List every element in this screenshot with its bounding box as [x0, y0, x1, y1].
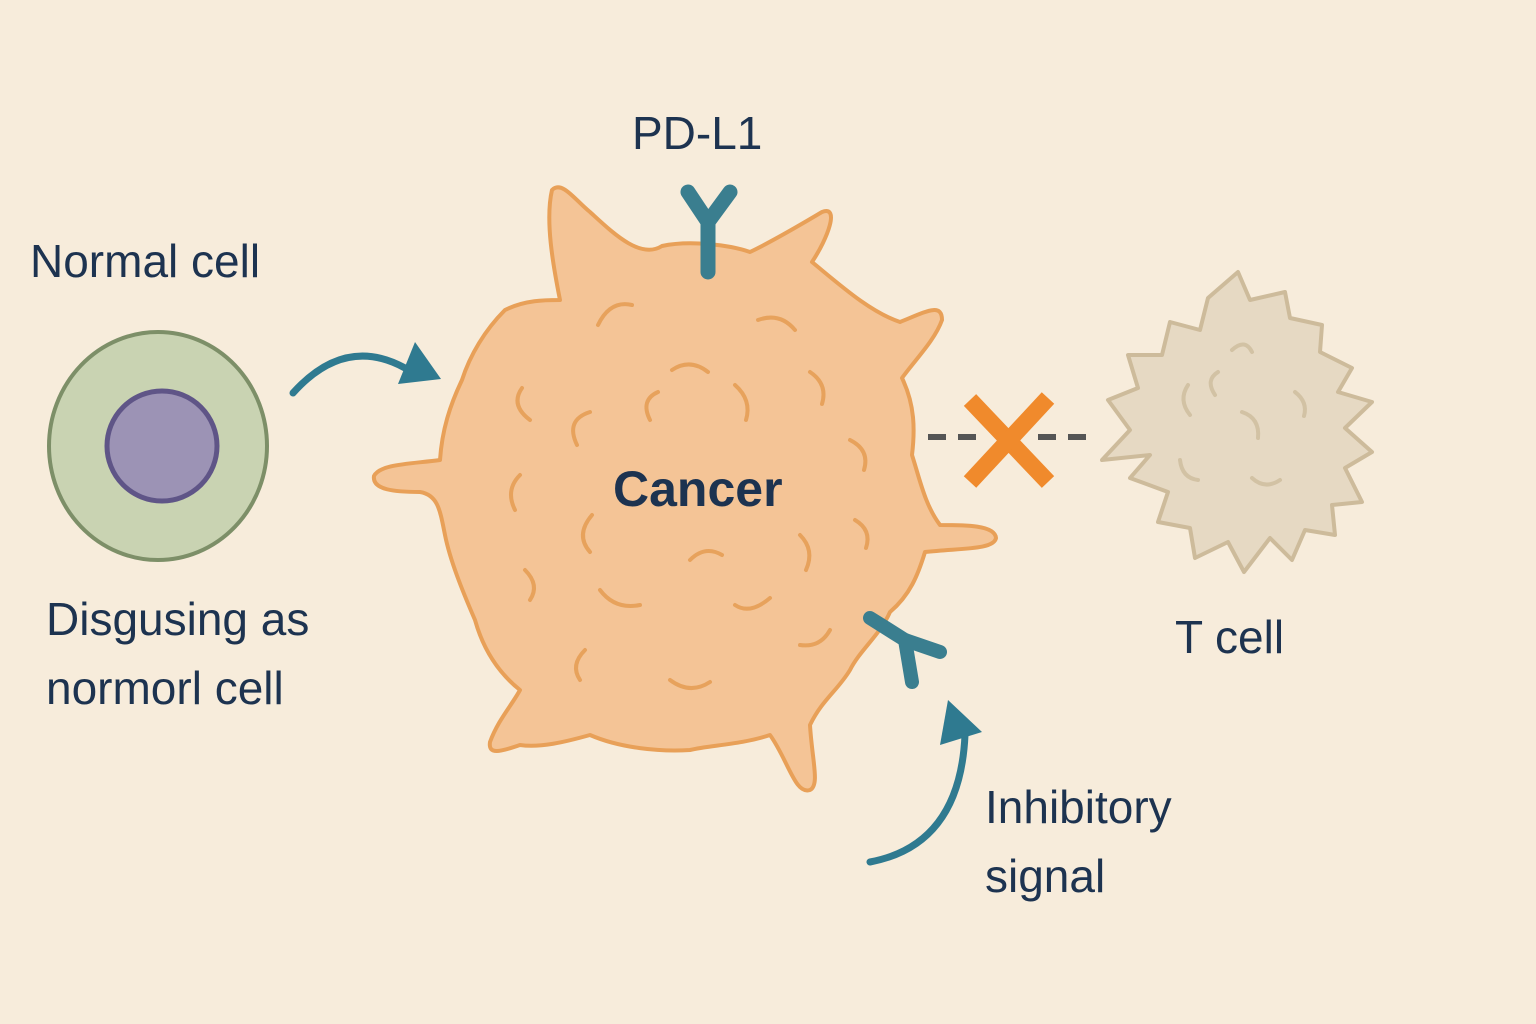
blocked-interaction [928, 392, 1095, 488]
disguise-label-line-2: normorl cell [46, 662, 284, 714]
x-mark-icon [963, 392, 1055, 488]
t-cell [1100, 270, 1374, 574]
normal-cell [47, 330, 269, 562]
inhibitory-label-line-2: signal [985, 850, 1106, 902]
inhibitory-arrow-shaft [866, 731, 969, 866]
normal-cell-label: Normal cell [30, 235, 261, 287]
t-cell-label: T cell [1175, 611, 1285, 663]
inhibitory-arrow-head [940, 700, 982, 745]
disguise-label-line-1: Disgusing as [46, 593, 310, 645]
disguise-label: Disgusing as normorl cell [46, 585, 309, 723]
inhibitory-label-line-1: Inhibitory [985, 781, 1172, 833]
cancer-label: Cancer [613, 461, 783, 517]
t-cell-texture [1178, 342, 1307, 487]
inhibitory-signal-arrow [866, 700, 982, 866]
normal-cell-nucleus [104, 388, 220, 504]
transform-arrow [289, 342, 441, 397]
cancer-cell [372, 185, 998, 793]
cancer-cell-texture [509, 302, 870, 690]
cancer-cell-body [372, 185, 998, 793]
inhibitory-signal-label: Inhibitory signal [985, 773, 1172, 911]
pd-l1-label: PD-L1 [632, 107, 763, 159]
inhibitory-receptor-icon [863, 611, 947, 689]
transform-arrow-shaft [289, 352, 409, 397]
t-cell-body [1100, 270, 1374, 574]
pd-l1-receptor-icon [680, 184, 738, 280]
transform-arrow-head [398, 342, 441, 384]
